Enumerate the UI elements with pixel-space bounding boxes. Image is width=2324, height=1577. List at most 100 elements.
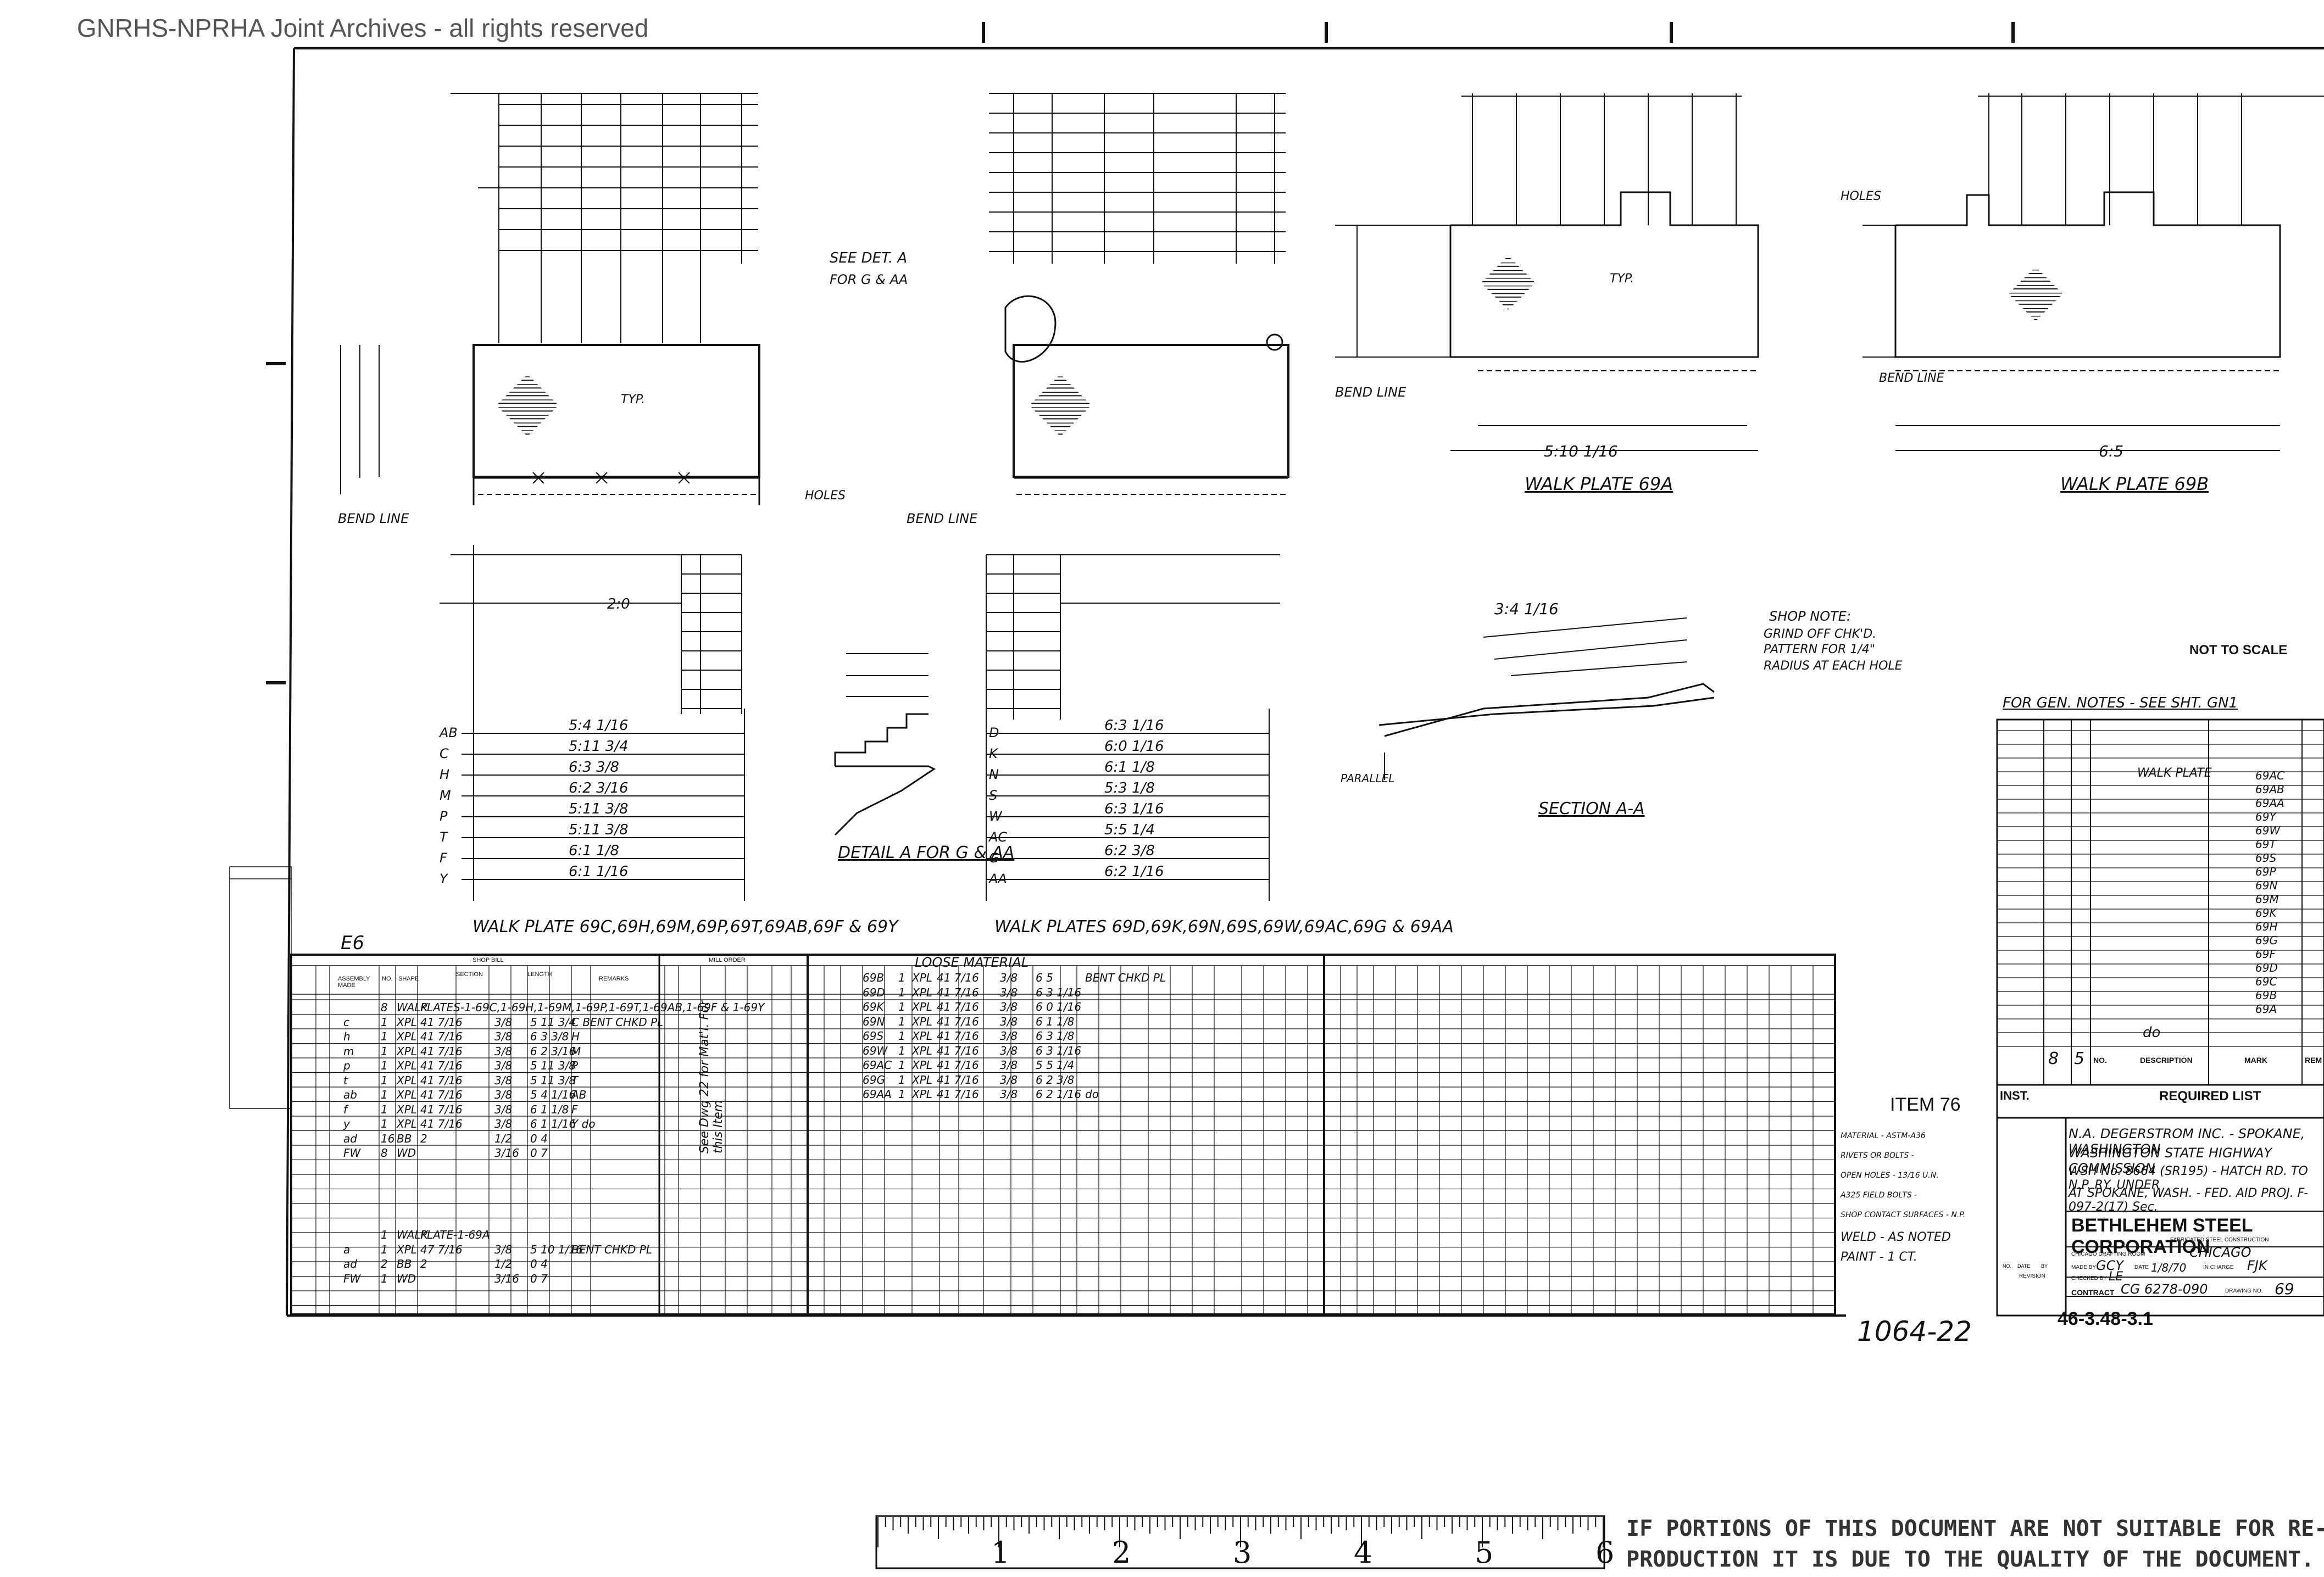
bill-row-shape: BB [397, 1132, 412, 1145]
material-note: OPEN HOLES - 13/16 U.N. [1841, 1171, 1939, 1180]
bill-row-remarks: F [571, 1102, 578, 1116]
loose-thick: 3/8 [1000, 1073, 1018, 1086]
loose-thick: 3/8 [1000, 1058, 1018, 1072]
tb-checked-by-label: CHECKED BY [2071, 1275, 2108, 1281]
middle-mark-label: G [989, 850, 999, 866]
bill-row-69a-section: PLATE-1-69A [420, 1228, 490, 1241]
left-mark-label: F [440, 850, 447, 866]
ruler-number: 2 [1112, 1535, 1131, 1570]
bill-row-69a-no: 1 [381, 1272, 388, 1285]
drawing-number: 1064-22 [1857, 1316, 1972, 1347]
loose-section: 41 7/16 [937, 985, 979, 999]
bill-row-length: 6 2 3/16 [530, 1044, 576, 1058]
loose-mark: 69D [863, 985, 885, 999]
bill-row-mark: f [343, 1102, 348, 1116]
dim-6-5: 6:5 [2099, 442, 2124, 460]
req-mark: 69N [2255, 879, 2278, 892]
bill-row-shape: XPL [397, 1059, 417, 1072]
loose-length: 6 3 1/16 [1036, 1044, 1082, 1057]
shop-note-title: SHOP NOTE: [1769, 609, 1852, 624]
req-mark: 69AC [2255, 769, 2285, 782]
tb-made-by-label: MADE BY [2071, 1264, 2097, 1270]
tb-line3: WSH No. 8664 (SR195) - HATCH RD. TO N.P.… [2069, 1164, 2308, 1192]
material-note: PAINT - 1 CT. [1841, 1250, 1917, 1264]
dim-2-0-a: 2:0 [607, 596, 630, 612]
req-mark: 69H [2255, 920, 2278, 933]
required-list-grid [1996, 718, 2324, 1119]
bill-row-thick: 1/2 [494, 1132, 513, 1145]
req-col-desc: DESCRIPTION [2140, 1056, 2193, 1065]
req-mark: 69M [2255, 893, 2279, 906]
left-length-label: 6:1 1/8 [569, 843, 619, 859]
loose-mark: 69B [863, 971, 885, 984]
bill-row-length: 5 11 3/8 [530, 1059, 576, 1072]
bill-row-remarks: Y do [571, 1117, 596, 1130]
holes-note-left: HOLES [805, 489, 846, 503]
ruler-number: 5 [1475, 1535, 1493, 1570]
middle-length-label: 5:5 1/4 [1104, 822, 1155, 838]
loose-length: 6 2 3/8 [1036, 1073, 1075, 1086]
bill-row-69a-no: 2 [381, 1257, 388, 1270]
tb-office: CHICAGO [2189, 1245, 2251, 1260]
bill-row-shape: XPL [397, 1117, 417, 1130]
section-a-a-drawing [1378, 617, 1715, 780]
bill-row-section: 41 7/16 [420, 1088, 463, 1101]
parallel-label: PARALLEL [1341, 772, 1395, 785]
middle-length-label: 6:3 1/16 [1104, 717, 1164, 734]
loose-shape: XPL [912, 985, 932, 999]
bill-row-thick: 3/8 [494, 1044, 513, 1058]
bill-row-shape: XPL [397, 1030, 417, 1043]
left-plate-title: WALK PLATE 69C,69H,69M,69P,69T,69AB,69F … [472, 917, 898, 937]
plate-69b-title: WALK PLATE 69B [2060, 473, 2209, 494]
middle-length-label: 6:0 1/16 [1104, 738, 1164, 755]
loose-shape: XPL [912, 971, 932, 984]
bill-row-69a-length: 0 7 [530, 1272, 548, 1285]
loose-thick: 3/8 [1000, 1044, 1018, 1057]
bill-row-69a-mark: a [343, 1242, 351, 1256]
req-mark: 69A [2255, 1002, 2277, 1016]
middle-mark-label: D [989, 725, 999, 740]
bend-line-label-middle: BEND LINE [907, 511, 978, 526]
side-grid [229, 866, 292, 1109]
loose-length: 6 5 [1036, 971, 1053, 984]
req-mark: 69AA [2255, 796, 2284, 810]
tb-subtitle: FABRICATED STEEL CONSTRUCTION [2170, 1237, 2269, 1243]
middle-length-label: 6:3 1/16 [1104, 801, 1164, 817]
bill-row-section: 41 7/16 [420, 1073, 463, 1087]
req-mark: 69P [2255, 865, 2276, 878]
left-mark-label: Y [440, 871, 448, 887]
middle-mark-label: K [989, 746, 998, 761]
loose-length: 5 5 1/4 [1036, 1058, 1075, 1072]
left-mark-label: AB [440, 725, 458, 740]
loose-no: 1 [898, 1073, 905, 1086]
bill-row-length: 0 4 [530, 1132, 548, 1145]
bill-row-remarks: T [571, 1073, 579, 1087]
tb-date-col: DATE [2017, 1263, 2031, 1269]
shop-note-line-3: RADIUS AT EACH HOLE [1764, 659, 1903, 673]
req-total-1: 8 [2048, 1049, 2059, 1068]
tb-company: BETHLEHEM STEEL CORPORATION [2071, 1215, 2253, 1257]
bill-row-69a-thick: 1/2 [494, 1257, 513, 1270]
col-length: LENGTH [527, 971, 552, 978]
loose-shape: XPL [912, 1044, 932, 1057]
left-mark-label: C [440, 746, 449, 761]
middle-mark-label: N [989, 767, 999, 782]
bill-row-shape: XPL [397, 1044, 417, 1058]
bill-row-no: 16 [381, 1132, 395, 1145]
loose-length: 6 3 1/16 [1036, 985, 1082, 999]
ruler-number: 6 [1595, 1535, 1614, 1570]
middle-mark-label: AC [989, 829, 1008, 845]
bill-row-69a-length: 5 10 1/16 [530, 1242, 583, 1256]
bill-row-length: 5 11 3/4 [530, 1015, 576, 1029]
ref-number: 46-3.48-3.1 [2058, 1308, 2153, 1329]
detail-title: DETAIL A FOR G & AA [838, 843, 1015, 862]
item-label: ITEM 76 [1890, 1094, 1961, 1115]
bill-row-mark: c [343, 1015, 349, 1029]
tb-drawing-no: 69 [2275, 1280, 2294, 1298]
ruler-number: 3 [1233, 1535, 1252, 1570]
loose-mark: 69G [863, 1073, 885, 1086]
material-note: RIVETS OR BOLTS - [1841, 1151, 1914, 1160]
middle-mark-label: S [989, 788, 998, 803]
bill-row-69a-no: 1 [381, 1242, 388, 1256]
border-ticks [266, 22, 2015, 684]
